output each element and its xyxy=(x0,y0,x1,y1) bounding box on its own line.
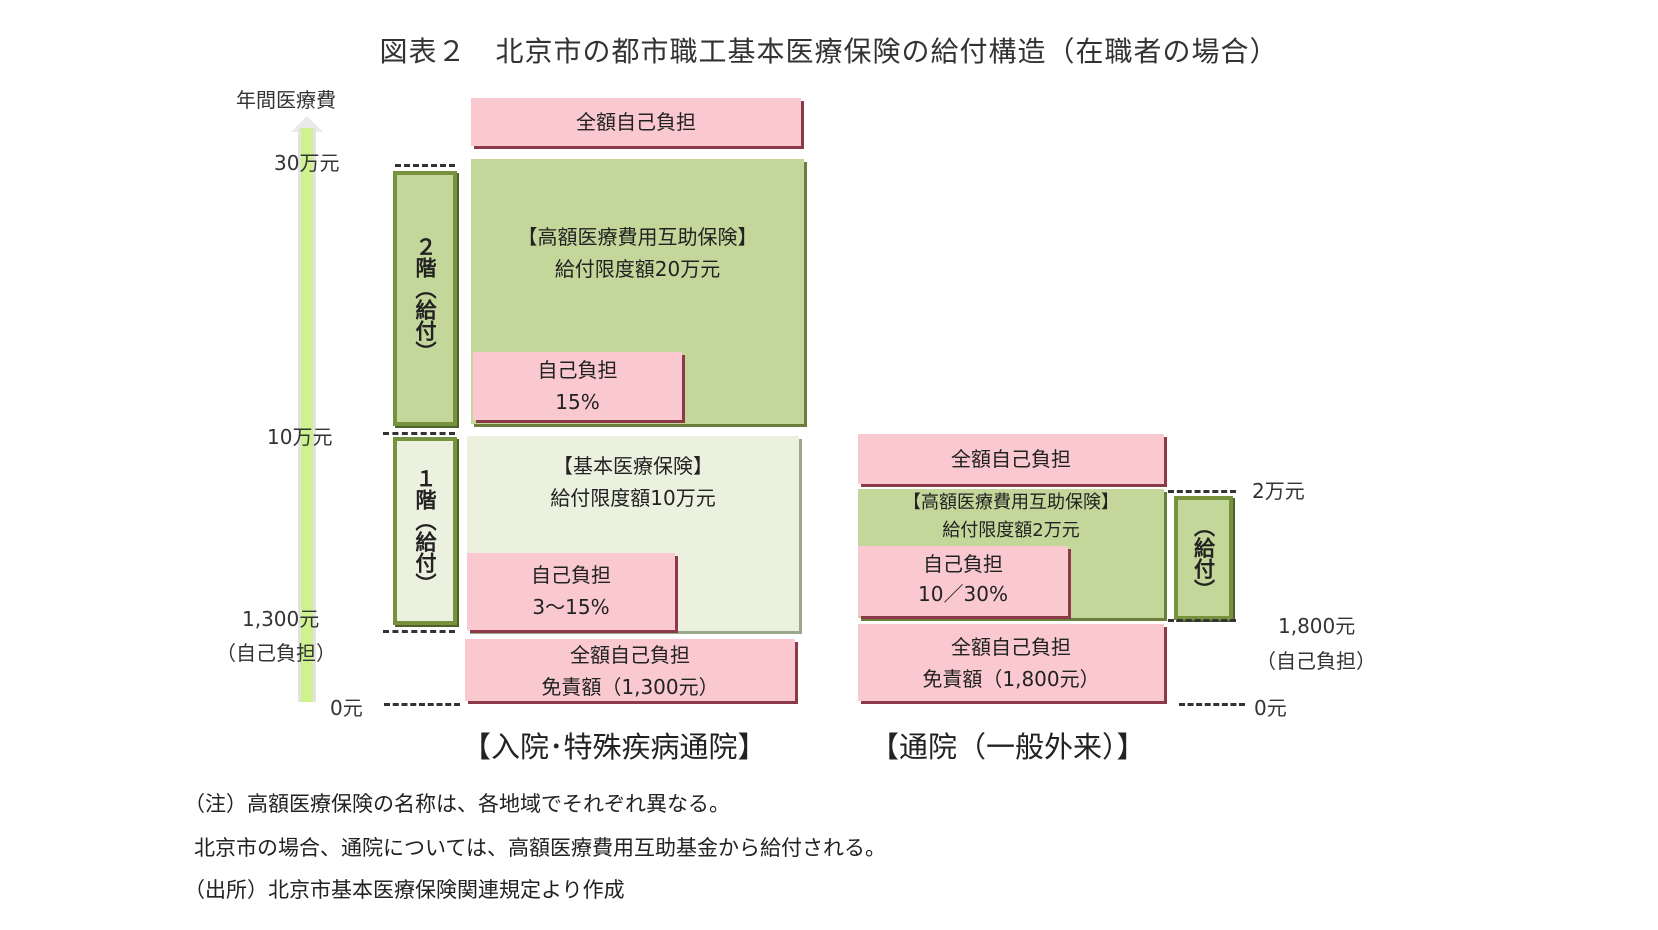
outpatient-benefit-label: （給付） xyxy=(1191,516,1216,600)
level-line-20k xyxy=(1168,490,1236,493)
tick-20k: 2万元 xyxy=(1252,479,1305,503)
basic-copay-label: 自己負担 xyxy=(531,563,611,587)
outpatient-section-label: 【通院（一般外来）】 xyxy=(870,730,1146,764)
note-line2: 北京市の場合、通院については、高額医療費用互助基金から給付される。 xyxy=(194,836,886,860)
floor2-box: ２階（給付） xyxy=(393,171,457,426)
inpatient-top-self-pay: 全額自己負担 xyxy=(471,98,801,146)
tick-1800: 1,800元 xyxy=(1278,614,1356,638)
catastrophic-copay-label: 自己負担 xyxy=(537,358,618,382)
basic-copay: 自己負担 3～15% xyxy=(467,553,675,630)
catastrophic-copay-rate: 15% xyxy=(555,390,600,414)
outpatient-top-self-pay: 全額自己負担 xyxy=(858,434,1164,484)
inpatient-section-label: 【入院･特殊疾病通院】 xyxy=(462,730,767,764)
tick-1300: 1,300元 xyxy=(242,607,320,631)
basic-limit: 給付限度額10万元 xyxy=(550,486,716,510)
tick-0: 0元 xyxy=(330,696,363,720)
tick-1300-note: （自己負担） xyxy=(216,641,336,665)
outpatient-copay-rate: 10／30% xyxy=(918,582,1008,606)
outpatient-benefit-box: （給付） xyxy=(1174,496,1233,620)
outpatient-catastrophic-title: 【高額医療費用互助保険】 xyxy=(903,492,1119,513)
outpatient-catastrophic-limit: 給付限度額2万元 xyxy=(942,520,1080,541)
level-line-100k xyxy=(383,432,455,435)
outpatient-copay-label: 自己負担 xyxy=(923,552,1003,576)
level-line-0 xyxy=(384,703,460,706)
level-line-300k xyxy=(395,164,455,167)
level-line-1800 xyxy=(1168,619,1236,622)
basic-copay-rate: 3～15% xyxy=(532,595,610,619)
inpatient-deductible: 全額自己負担 免責額（1,300元） xyxy=(465,639,795,701)
catastrophic-copay: 自己負担 15% xyxy=(473,352,682,420)
basic-title: 【基本医療保険】 xyxy=(553,454,713,478)
axis-title: 年間医療費 xyxy=(236,88,336,112)
tick-1800-note: （自己負担） xyxy=(1256,649,1376,673)
inpatient-deductible-line2: 免責額（1,300元） xyxy=(541,675,719,699)
outpatient-copay: 自己負担 10／30% xyxy=(858,546,1068,616)
level-line-0-right xyxy=(1179,703,1245,706)
catastrophic-limit: 給付限度額20万元 xyxy=(554,257,721,281)
floor2-label: ２階（給付） xyxy=(413,235,437,362)
tick-100k: 10万元 xyxy=(267,425,333,449)
note-source: （出所）北京市基本医療保険関連規定より作成 xyxy=(184,878,625,902)
outpatient-deductible-line2: 免責額（1,800元） xyxy=(922,667,1100,691)
floor1-box: １階（給付） xyxy=(393,437,457,625)
level-line-1300 xyxy=(383,630,455,633)
floor1-label: １階（給付） xyxy=(413,468,437,594)
outpatient-deductible-line1: 全額自己負担 xyxy=(951,635,1071,659)
tick-0-right: 0元 xyxy=(1254,696,1287,720)
outpatient-deductible: 全額自己負担 免責額（1,800元） xyxy=(858,624,1164,701)
inpatient-deductible-line1: 全額自己負担 xyxy=(570,643,690,667)
tick-300k: 30万元 xyxy=(274,151,340,175)
note-line1: （注）高額医療保険の名称は、各地域でそれぞれ異なる。 xyxy=(184,792,730,816)
chart-title: 図表２ 北京市の都市職工基本医療保険の給付構造（在職者の場合） xyxy=(379,35,1279,68)
catastrophic-title: 【高額医療費用互助保険】 xyxy=(517,225,758,249)
axis-arrow xyxy=(298,128,316,702)
